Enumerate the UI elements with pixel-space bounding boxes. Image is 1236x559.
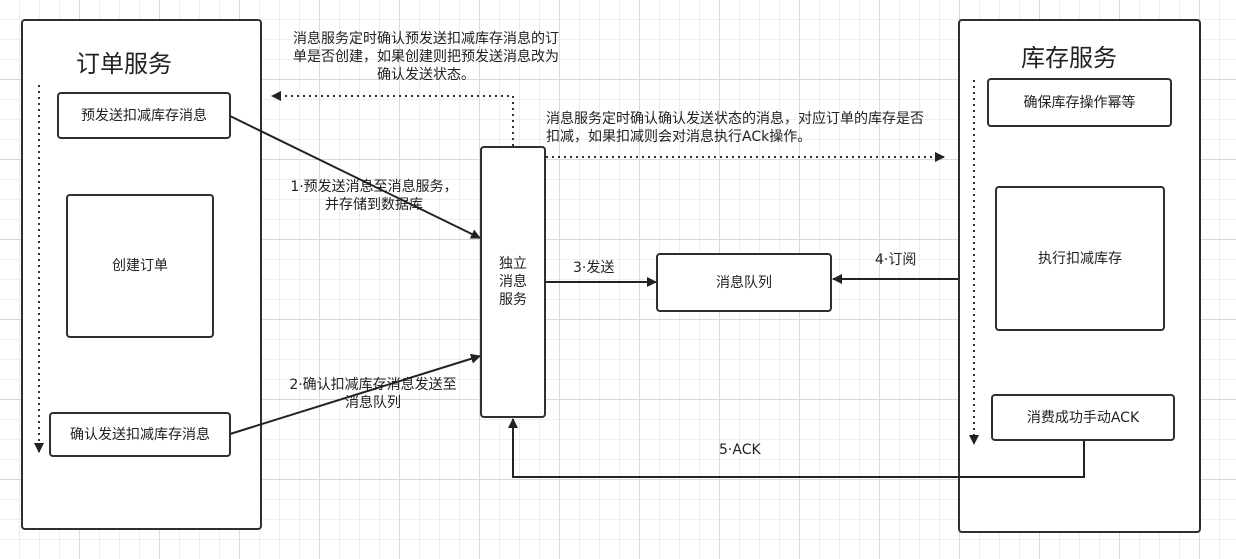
step2-label: 2·确认扣减库存消息发送至消息队列 xyxy=(289,377,457,411)
step4-label: 4·订阅 xyxy=(875,252,917,268)
message-queue-node: 消息队列 xyxy=(656,253,832,312)
consume-ack-node: 消费成功手动ACK xyxy=(991,394,1175,441)
order-service-title: 订单服务 xyxy=(76,50,172,78)
deduct-inventory-node: 执行扣减库存 xyxy=(995,186,1165,331)
step1-label: 1·预发送消息至消息服务，并存储到数据库 xyxy=(290,179,458,213)
step1-arrow xyxy=(229,115,481,239)
step5-label: 5·ACK xyxy=(719,442,761,458)
timer-confirm-label: 消息服务定时确认确认发送状态的消息，对应订单的库存是否扣减，如果扣减则会对消息执… xyxy=(546,111,924,145)
confirm-send-message-node: 确认发送扣减库存消息 xyxy=(49,412,231,457)
idempotent-check-node: 确保库存操作幂等 xyxy=(987,78,1172,127)
create-order-node: 创建订单 xyxy=(66,194,214,338)
timer-pre-label: 消息服务定时确认预发送扣减库存消息的订单是否创建，如果创建则把预发送消息改为确认… xyxy=(293,31,559,83)
step3-label: 3·发送 xyxy=(573,260,615,276)
independent-message-service-node: 独立消息服务 xyxy=(480,146,546,418)
pre-send-message-node: 预发送扣减库存消息 xyxy=(57,92,231,139)
inventory-service-title: 库存服务 xyxy=(1021,44,1117,72)
timer-pre-arrow xyxy=(271,91,514,146)
